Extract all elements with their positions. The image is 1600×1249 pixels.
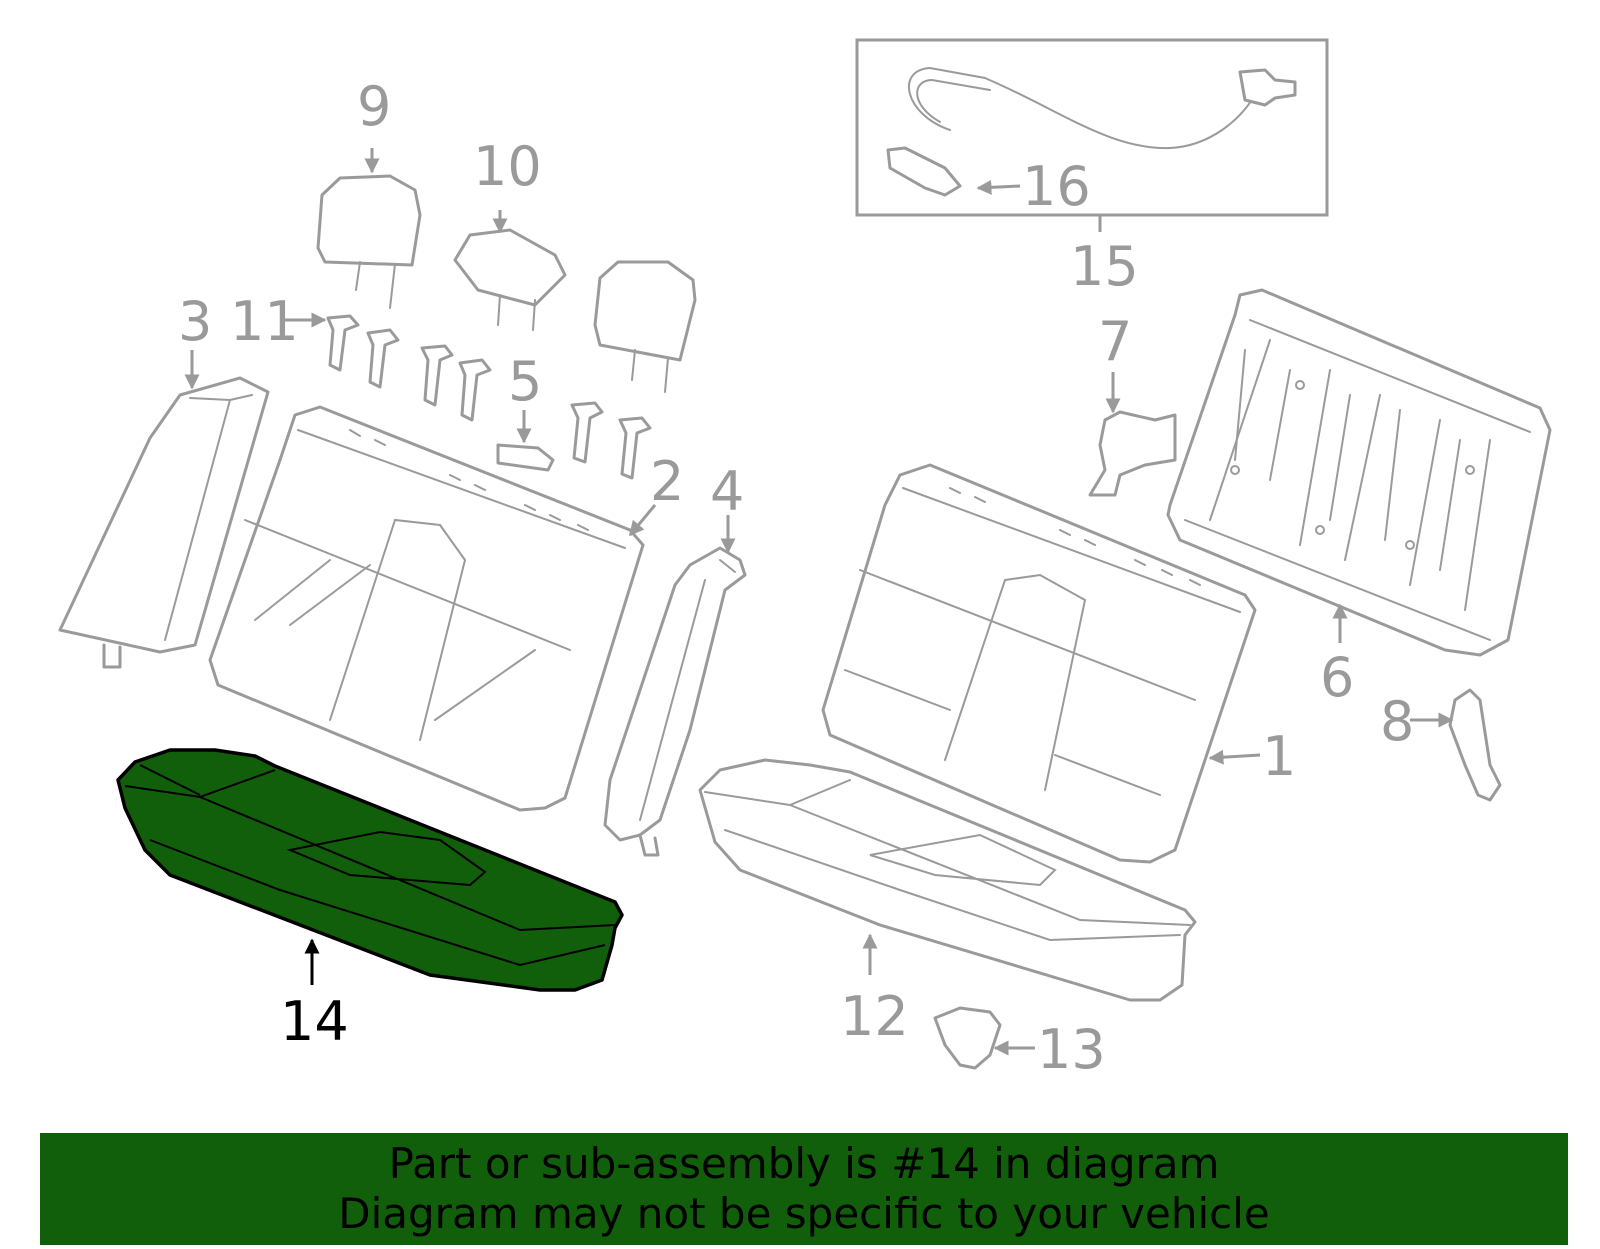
callout-3: 3 xyxy=(178,290,212,353)
part-12-seat-cushion xyxy=(698,758,1197,1002)
callout-labels: 9 10 3 11 5 2 4 16 15 7 6 8 1 12 13 14 xyxy=(178,75,1414,1081)
callout-8: 8 xyxy=(1380,690,1414,753)
parts-diagram: 9 10 3 11 5 2 4 16 15 7 6 8 1 12 13 14 xyxy=(58,38,1552,1081)
callout-15: 15 xyxy=(1070,235,1139,298)
headrests xyxy=(316,174,697,393)
callout-9: 9 xyxy=(357,75,391,138)
callout-7: 7 xyxy=(1098,310,1132,373)
part-6-frame xyxy=(1166,288,1552,657)
callout-16: 16 xyxy=(1022,155,1091,218)
info-banner: Part or sub-assembly is #14 in diagram D… xyxy=(40,1133,1568,1245)
callout-5: 5 xyxy=(508,350,542,413)
banner-line-part: Part or sub-assembly is #14 in diagram xyxy=(388,1139,1220,1188)
part-3-side-bolster xyxy=(58,376,270,669)
callout-12: 12 xyxy=(840,985,909,1048)
callout-1: 1 xyxy=(1262,725,1296,788)
callout-13: 13 xyxy=(1037,1018,1106,1081)
callout-10: 10 xyxy=(473,135,542,198)
part-4-side-bolster xyxy=(603,546,747,857)
part-7-bracket xyxy=(1088,410,1177,497)
banner-line-disclaimer: Diagram may not be specific to your vehi… xyxy=(338,1189,1270,1238)
callout-4: 4 xyxy=(710,460,744,523)
callout-2: 2 xyxy=(650,450,684,513)
part-2-seat-back xyxy=(208,405,645,812)
part-11-guides xyxy=(326,314,652,480)
cable-assembly-inset xyxy=(855,38,1329,232)
callout-11: 11 xyxy=(230,290,299,353)
callout-14: 14 xyxy=(280,990,349,1053)
leader-lines xyxy=(184,148,1454,1056)
part-13-cup xyxy=(933,1006,1002,1070)
callout-6: 6 xyxy=(1320,646,1354,709)
part-8-bracket xyxy=(1448,688,1502,802)
part-1-seat-back xyxy=(821,463,1257,864)
part-14-seat-cushion-highlighted xyxy=(116,748,624,992)
part-5-bracket xyxy=(496,443,555,472)
